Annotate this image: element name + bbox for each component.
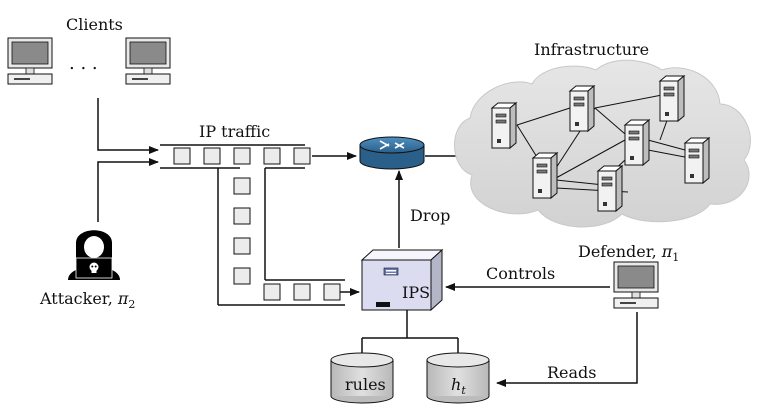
ips-appliance-icon	[360, 248, 444, 312]
router-icon	[359, 136, 425, 170]
database-icon	[426, 352, 490, 404]
clients-label: Clients	[66, 15, 123, 34]
defender-computer-icon	[613, 261, 659, 309]
client-traffic-arrow	[97, 98, 159, 154]
history-db-label: ht	[451, 375, 466, 397]
server-icon	[684, 137, 710, 184]
database-icon	[330, 352, 394, 404]
reads-label: Reads	[547, 363, 597, 382]
ips-database-links	[361, 310, 459, 355]
ips-label: IPS	[402, 283, 430, 302]
client-computer-icon	[125, 37, 171, 85]
attacker-traffic-arrow	[97, 158, 159, 222]
server-icon	[624, 119, 650, 166]
reads-arrow	[496, 312, 638, 387]
ellipsis-label: . . .	[69, 53, 98, 74]
network-links	[516, 94, 691, 193]
traffic-queue-to-ips	[217, 168, 345, 306]
server-icon	[532, 152, 558, 199]
infrastructure-label: Infrastructure	[534, 40, 649, 59]
drop-label: Drop	[410, 206, 450, 225]
controls-label: Controls	[486, 264, 555, 283]
defender-label: Defender, π1	[578, 242, 679, 264]
server-icon	[491, 102, 517, 149]
attacker-label: Attacker, π2	[39, 289, 135, 311]
traffic-packets-vertical	[233, 177, 341, 301]
server-icon	[597, 165, 623, 212]
server-icon	[569, 85, 595, 132]
server-icon	[659, 75, 685, 122]
attacker-hacker-icon	[68, 230, 120, 280]
traffic-queue-horizontal	[160, 144, 305, 169]
client-computer-icon	[7, 37, 53, 85]
ip-traffic-label: IP traffic	[199, 122, 270, 141]
rules-db-label: rules	[345, 375, 386, 394]
traffic-packets-horizontal	[173, 147, 311, 165]
